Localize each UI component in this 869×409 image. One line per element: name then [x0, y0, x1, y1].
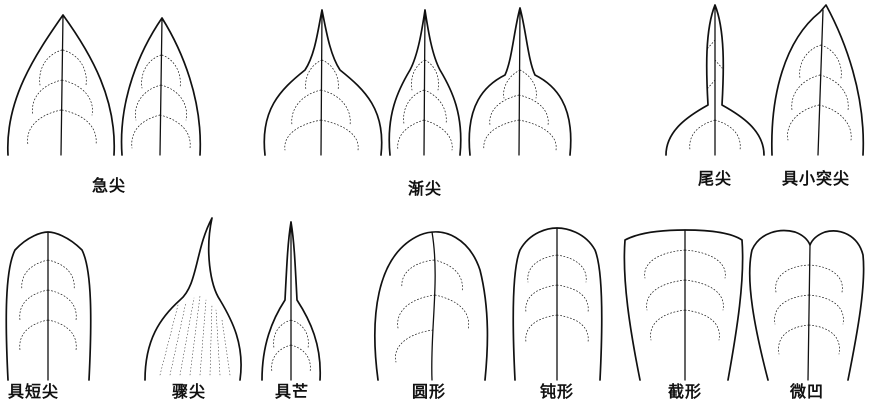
- leaf-jianjian-1: [264, 10, 382, 155]
- leaf-yuanxing: [375, 232, 488, 380]
- leaf-jijian-1: [8, 15, 114, 155]
- label-zhoujian: 骤尖: [172, 383, 206, 401]
- leaf-dunxing: [513, 228, 602, 380]
- label-weiao: 微凹: [790, 383, 824, 401]
- leaf-jijian-2: [122, 18, 201, 155]
- leaf-jianjian-2: [389, 10, 461, 155]
- leaf-weijian: [666, 5, 764, 155]
- label-juxiaotujian: 具小突尖: [782, 170, 850, 188]
- leaf-jianjian-3: [469, 8, 571, 155]
- leaf-zhoujian: [145, 218, 241, 380]
- leaf-weiao: [750, 231, 864, 380]
- label-juduanjian: 具短尖: [8, 383, 59, 401]
- leaf-jumang: [262, 222, 320, 380]
- label-jiexing: 截形: [668, 383, 702, 401]
- leaf-jiexing: [624, 230, 742, 380]
- label-jijian: 急尖: [92, 177, 126, 195]
- label-jianjian: 渐尖: [408, 180, 442, 198]
- label-weijian: 尾尖: [698, 170, 732, 188]
- label-dunxing: 钝形: [540, 383, 574, 401]
- label-jumang: 具芒: [275, 383, 309, 401]
- label-yuanxing: 圆形: [412, 383, 446, 401]
- leaf-juduanjian: [6, 232, 90, 380]
- leaf-juxiaotujian: [772, 5, 863, 155]
